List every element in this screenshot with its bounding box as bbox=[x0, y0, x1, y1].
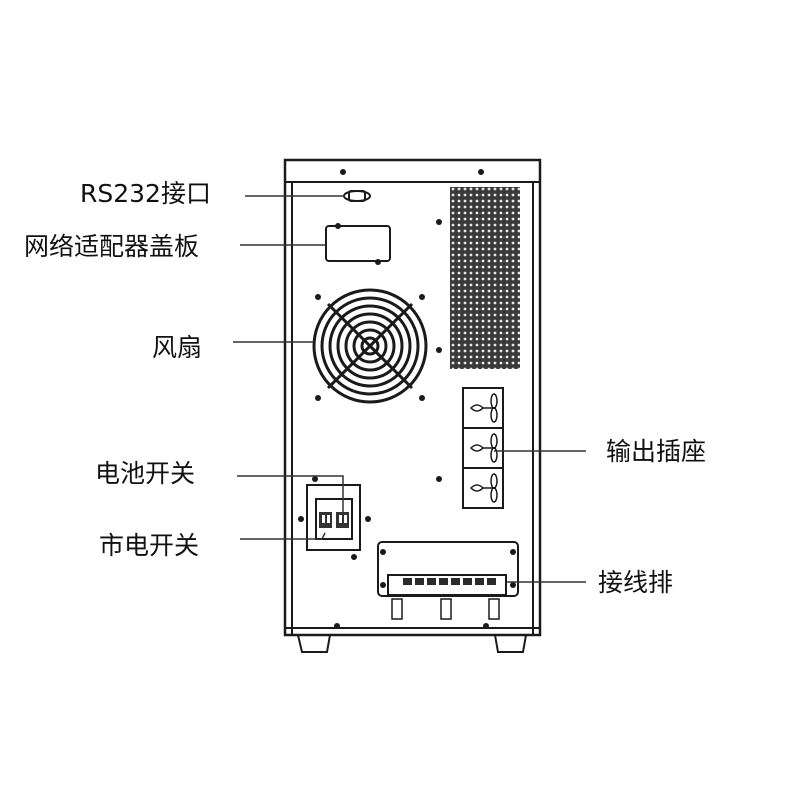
socket-glyphs bbox=[469, 393, 498, 503]
label-network-adapter-cover: 网络适配器盖板 bbox=[24, 232, 200, 261]
leader-lines bbox=[233, 195, 586, 583]
label-fan: 风扇 bbox=[152, 333, 203, 362]
output-sockets-icon bbox=[462, 387, 504, 509]
terminal-block-icon bbox=[377, 541, 519, 597]
label-terminal-block: 接线排 bbox=[598, 568, 674, 597]
vent-grille bbox=[450, 187, 520, 369]
leader-mains-switch bbox=[240, 532, 326, 540]
label-battery-switch: 电池开关 bbox=[95, 459, 196, 488]
fan-grill-icon bbox=[312, 288, 428, 404]
lower-vent-slots bbox=[391, 598, 500, 620]
leader-battery-switch bbox=[237, 475, 344, 512]
network-adapter-cover-icon bbox=[325, 225, 391, 262]
left-foot bbox=[297, 634, 331, 653]
label-mains-switch: 市电开关 bbox=[99, 531, 200, 560]
screws bbox=[298, 169, 516, 629]
right-foot bbox=[494, 634, 527, 653]
switch-panel bbox=[306, 484, 361, 551]
rs232-port-icon bbox=[343, 190, 371, 202]
label-output-sockets: 输出插座 bbox=[606, 437, 707, 466]
label-rs232-port: RS232接口 bbox=[80, 179, 211, 208]
cabinet-outline bbox=[283, 158, 542, 637]
terminal-ports bbox=[403, 578, 496, 585]
